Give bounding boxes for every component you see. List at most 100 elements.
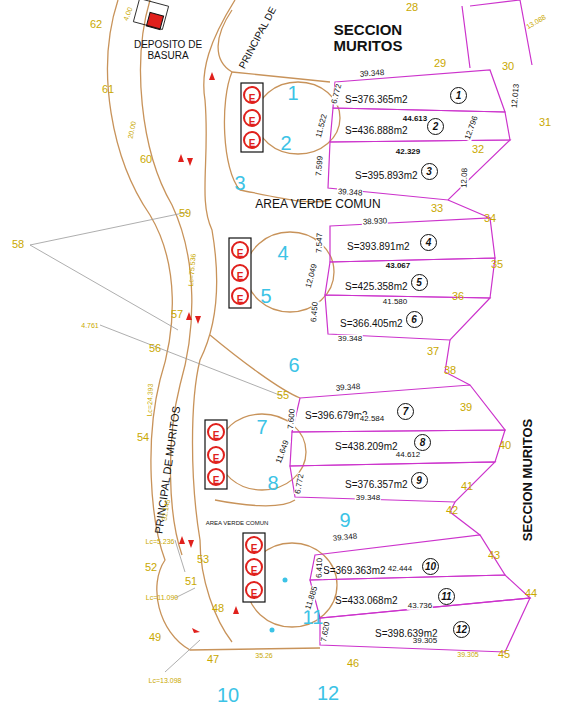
- area-number: 9: [339, 510, 350, 531]
- survey-label: 56: [149, 343, 161, 355]
- lot-number: 5: [411, 274, 428, 291]
- map-label: 41.580: [382, 298, 408, 306]
- lot-area: S=376.365m2: [345, 94, 408, 105]
- area-number: 7: [256, 417, 267, 438]
- lot: S=433.068m211: [335, 590, 398, 608]
- map-label: 39.348: [355, 494, 381, 502]
- survey-label: 13.088: [525, 13, 547, 30]
- area-number: 12: [317, 683, 339, 704]
- map-label: 42.584: [359, 415, 385, 423]
- survey-label: 62: [90, 19, 102, 31]
- lot-area: S=376.357m2: [345, 479, 408, 490]
- lot-number: 3: [421, 163, 438, 180]
- survey-label: Lc=75.536: [187, 253, 197, 286]
- sign-letter: E: [237, 248, 244, 259]
- map-label: 12.013: [511, 82, 522, 109]
- parking-sign: E: [243, 109, 261, 127]
- map-label: 44.612: [395, 451, 421, 459]
- map-label: 39.348: [359, 69, 386, 79]
- parking-sign: E: [231, 264, 249, 282]
- map-label: AREA VERDE COMUN: [255, 198, 380, 211]
- lot-area: S=369.363m2: [323, 565, 386, 576]
- lot: S=438.209m28: [335, 436, 398, 454]
- map-label: 39.305: [412, 637, 438, 645]
- sign-letter: E: [251, 543, 258, 554]
- survey-label: 33: [431, 203, 443, 215]
- lot-number: 8: [414, 434, 431, 451]
- road-outline: [108, 0, 340, 650]
- lot: S=366.405m26: [340, 313, 403, 331]
- map-label: 38.930: [362, 217, 389, 227]
- lot-number: 11: [438, 588, 455, 605]
- lot-area: S=436.888m2: [345, 125, 408, 136]
- sign-letter: E: [237, 271, 244, 282]
- survey-label: 42: [446, 505, 458, 517]
- map-label: 6.772: [330, 82, 344, 105]
- map-label: 42.444: [387, 565, 413, 573]
- survey-label: 55: [277, 390, 289, 402]
- map-label: PRINCIPAL DE: [237, 5, 278, 70]
- leader-line: [30, 212, 282, 672]
- area-number: 2: [280, 133, 291, 154]
- survey-label: 35: [491, 259, 503, 271]
- survey-label: 43: [488, 550, 500, 562]
- survey-label: 39.305: [457, 651, 478, 658]
- survey-label: 37: [427, 346, 439, 358]
- lot: S=425.358m25: [345, 276, 408, 294]
- survey-label: 30: [502, 61, 514, 73]
- parking-sign: E: [245, 581, 263, 599]
- map-label: 6.772: [294, 472, 306, 495]
- lot-area: S=433.068m2: [335, 595, 398, 606]
- lot-number: 7: [397, 403, 414, 420]
- deposit-outline: [133, 0, 168, 29]
- map-label: 39.348: [331, 532, 358, 543]
- area-number: 4: [277, 243, 288, 264]
- survey-label: 49: [149, 632, 161, 644]
- survey-label: 41: [461, 481, 473, 493]
- map-label: SECCION MURITOS: [323, 22, 413, 54]
- sign-letter: E: [251, 588, 258, 599]
- survey-label: 34: [484, 213, 496, 225]
- lot-number: 10: [422, 558, 439, 575]
- map-label: 7.547: [315, 232, 324, 254]
- lot-area: S=393.891m2: [347, 241, 410, 252]
- survey-label: Lc=24.393: [146, 383, 154, 416]
- survey-label: 4.00: [122, 6, 134, 21]
- survey-label: 58: [12, 239, 24, 251]
- dot: [270, 628, 275, 633]
- sign-letter: E: [249, 93, 256, 104]
- parking-sign: E: [207, 468, 225, 486]
- map-label: 12.796: [464, 114, 481, 142]
- lot: S=376.357m29: [345, 474, 408, 492]
- survey-label: 47: [207, 654, 219, 666]
- survey-label: 59: [179, 208, 191, 220]
- sign-letter: E: [213, 430, 220, 441]
- survey-label: 29: [434, 58, 446, 70]
- map-label: 39.348: [337, 335, 363, 343]
- map-label: 43.067: [385, 262, 411, 270]
- deposit-symbol: [146, 12, 163, 29]
- survey-label: 45: [498, 649, 510, 661]
- lot: S=393.891m24: [347, 236, 410, 254]
- parking-sign: E: [231, 241, 249, 259]
- lot-number: 6: [406, 311, 423, 328]
- survey-label: 31: [539, 117, 551, 129]
- lot-area: S=395.893m2: [355, 170, 418, 181]
- survey-label: 4.761: [81, 322, 99, 329]
- survey-label: 36: [452, 291, 464, 303]
- area-number: 5: [260, 286, 271, 307]
- sign-letter: E: [249, 138, 256, 149]
- lot-number: 12: [453, 621, 470, 638]
- map-label: 12.049: [305, 262, 320, 290]
- parking-sign: E: [207, 446, 225, 464]
- map-label: 43.736: [407, 602, 433, 610]
- map-label: 39.348: [337, 188, 364, 198]
- traffic-arrow: [178, 72, 239, 633]
- area-number: 10: [217, 685, 239, 706]
- survey-label: 54: [137, 432, 149, 444]
- map-label: 11.522: [315, 112, 330, 139]
- map-label: 6.450: [310, 301, 320, 324]
- parking-sign: E: [245, 536, 263, 554]
- map-label: 44.613: [402, 115, 428, 123]
